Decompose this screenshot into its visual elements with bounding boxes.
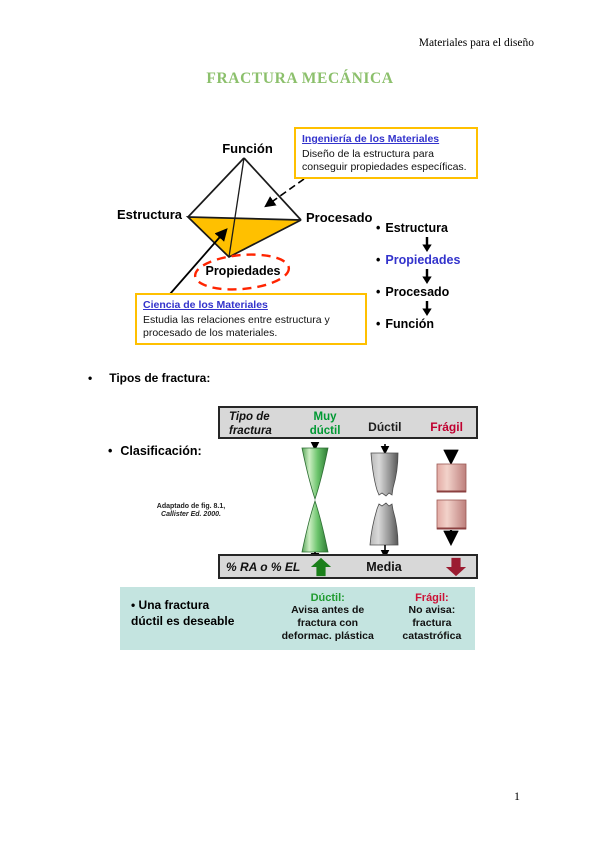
fracture-table-header: Tipo de fractura Muy dúctil Dúctil Frági… (218, 406, 478, 439)
bullet-icon: • (376, 317, 381, 331)
header-row-label: Tipo de fractura (229, 411, 272, 437)
section-clasificacion: • Clasificación: (108, 444, 202, 458)
brittle-specimen (436, 449, 467, 547)
figure-citation: Adaptado de fig. 8.1, Callister Ed. 2000… (148, 503, 234, 520)
engineering-note-box: Ingeniería de los Materiales Diseño de l… (294, 127, 478, 180)
citation-line2: Callister Ed. 2000. (161, 511, 221, 519)
fracture-table-footer: % RA o % EL Media (218, 554, 478, 579)
summary-fragil: Frágil: No avisa: fractura catastrófica (389, 587, 475, 650)
header-fragil: Frágil (430, 419, 463, 434)
science-box-body: Estudia las relaciones entre estructura … (143, 314, 330, 340)
flow-item-funcion: •Función (376, 317, 434, 331)
bullet-icon: • (88, 371, 93, 385)
section-label: Clasificación: (120, 444, 202, 458)
bullet-icon: • (376, 253, 381, 267)
flow-list: •Estructura •Propiedades •Procesado •Fun… (376, 221, 486, 333)
ductile-specimen (369, 444, 399, 559)
arrow-down-icon (422, 301, 432, 316)
engineering-box-body: Diseño de la estructura para conseguir p… (302, 148, 467, 174)
summary-ductil: Dúctil: Avisa antes de fractura con defo… (267, 587, 389, 650)
flow-item-propiedades: •Propiedades (376, 253, 461, 267)
header-ductil: Dúctil (368, 419, 402, 434)
science-arrow-icon (169, 228, 228, 295)
arrow-down-icon (422, 269, 432, 284)
summary-left: • Una fractura dúctil es deseable (131, 598, 235, 628)
section-label: Tipos de fractura: (109, 371, 211, 385)
flow-item-estructura: •Estructura (376, 221, 448, 235)
summary-box: • Una fractura dúctil es deseable Dúctil… (120, 587, 475, 650)
vertex-label-propiedades: Propiedades (205, 264, 281, 278)
arrow-up-green-icon (310, 557, 332, 577)
footer-label: % RA o % EL (226, 559, 301, 574)
arrow-down-icon (422, 237, 432, 252)
running-header: Materiales para el diseño (418, 37, 534, 49)
science-note-box: Ciencia de los Materiales Estudia las re… (135, 293, 367, 346)
vertex-label-procesado: Procesado (306, 210, 373, 225)
page-title: FRACTURA MECÁNICA (206, 70, 394, 87)
summary-fragil-title: Frágil: (415, 592, 449, 604)
vertex-label-funcion: Función (222, 141, 273, 156)
engineering-arrow-icon (264, 178, 305, 208)
footer-media: Media (366, 559, 402, 574)
arrow-down-red-icon (445, 557, 467, 577)
tetrahedron-shape (185, 157, 302, 259)
bullet-icon: • (108, 444, 113, 458)
science-box-title: Ciencia de los Materiales (143, 299, 268, 311)
summary-ductil-title: Dúctil: (310, 592, 345, 604)
section-tipos-de-fractura: • Tipos de fractura: (88, 371, 210, 385)
citation-line1: Adaptado de fig. 8.1, (156, 503, 226, 510)
very-ductile-specimen (301, 441, 329, 562)
bullet-icon: • (376, 221, 381, 235)
engineering-box-title: Ingeniería de los Materiales (302, 133, 440, 145)
header-muy-ductil: Muy dúctil (309, 411, 341, 437)
page-number: 1 (514, 789, 520, 803)
bullet-icon: • (376, 285, 381, 299)
flow-item-procesado: •Procesado (376, 285, 450, 299)
vertex-label-estructura: Estructura (117, 207, 183, 222)
